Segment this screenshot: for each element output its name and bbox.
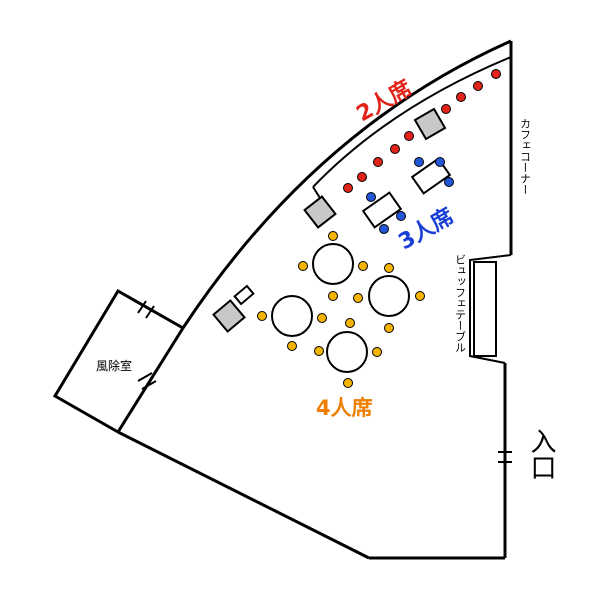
seat-blue	[379, 224, 389, 234]
windbreak-room-label: 風除室	[96, 358, 132, 373]
three-seat-label: 3人席	[394, 203, 458, 255]
cafe-corner-label: カフェコーナー	[519, 118, 532, 195]
entrance-label: 入口	[526, 428, 556, 480]
seat-yellow	[345, 318, 355, 328]
four-seat-tables	[271, 243, 410, 373]
seat-red	[491, 69, 501, 79]
seat-blue	[435, 157, 445, 167]
round-table	[368, 275, 410, 317]
door-marks	[137, 300, 512, 463]
seat-red	[441, 104, 451, 114]
seat-yellow	[415, 291, 425, 301]
lower-left-wall	[117, 430, 370, 560]
seat-blue	[396, 211, 406, 221]
seat-red	[373, 157, 383, 167]
seat-yellow	[358, 261, 368, 271]
seat-yellow	[384, 263, 394, 273]
seat-yellow	[372, 347, 382, 357]
three-seat-table	[410, 157, 452, 195]
seat-yellow	[328, 231, 338, 241]
seat-red	[343, 183, 353, 193]
buffet-table	[469, 254, 512, 364]
seat-yellow	[343, 378, 353, 388]
seat-red	[357, 172, 367, 182]
counter-curve	[312, 56, 512, 188]
seat-yellow	[287, 341, 297, 351]
seat-red	[390, 144, 400, 154]
round-table	[326, 331, 368, 373]
pillars	[212, 107, 447, 333]
seat-yellow	[314, 346, 324, 356]
round-table	[312, 243, 354, 285]
counter	[312, 56, 512, 199]
seat-red	[456, 92, 466, 102]
four-seat-seats	[257, 231, 425, 388]
pillar	[413, 107, 447, 141]
pillar	[303, 195, 337, 229]
seat-yellow	[353, 293, 363, 303]
three-seat-seats	[366, 157, 454, 234]
buffet-table-rect	[473, 261, 497, 357]
windbreak-room-inner-wall	[116, 327, 185, 433]
seat-yellow	[257, 311, 267, 321]
four-seat-label: 4人席	[316, 396, 373, 420]
seat-red	[404, 131, 414, 141]
small-block	[233, 284, 255, 306]
seat-blue	[444, 177, 454, 187]
two-seat-seats	[343, 69, 501, 193]
seat-blue	[414, 157, 424, 167]
curved-wall	[181, 39, 512, 329]
door-mark	[145, 305, 155, 319]
buffet-table-label: ビュッフェテーブル	[454, 254, 467, 353]
round-table	[271, 295, 313, 337]
seat-yellow	[384, 323, 394, 333]
seat-yellow	[328, 291, 338, 301]
two-seat-label: 2人席	[352, 75, 416, 127]
counter-end	[312, 186, 321, 199]
seat-yellow	[298, 261, 308, 271]
seat-red	[473, 81, 483, 91]
seat-yellow	[317, 313, 327, 323]
door-mark	[141, 380, 157, 390]
pillar	[212, 299, 246, 333]
door-mark	[137, 372, 153, 382]
three-seat-table	[361, 191, 403, 229]
seat-blue	[366, 192, 376, 202]
buffet-alcove	[469, 254, 512, 364]
door-mark	[137, 300, 147, 314]
three-seat-tables	[361, 157, 452, 229]
outer-wall	[117, 39, 513, 560]
